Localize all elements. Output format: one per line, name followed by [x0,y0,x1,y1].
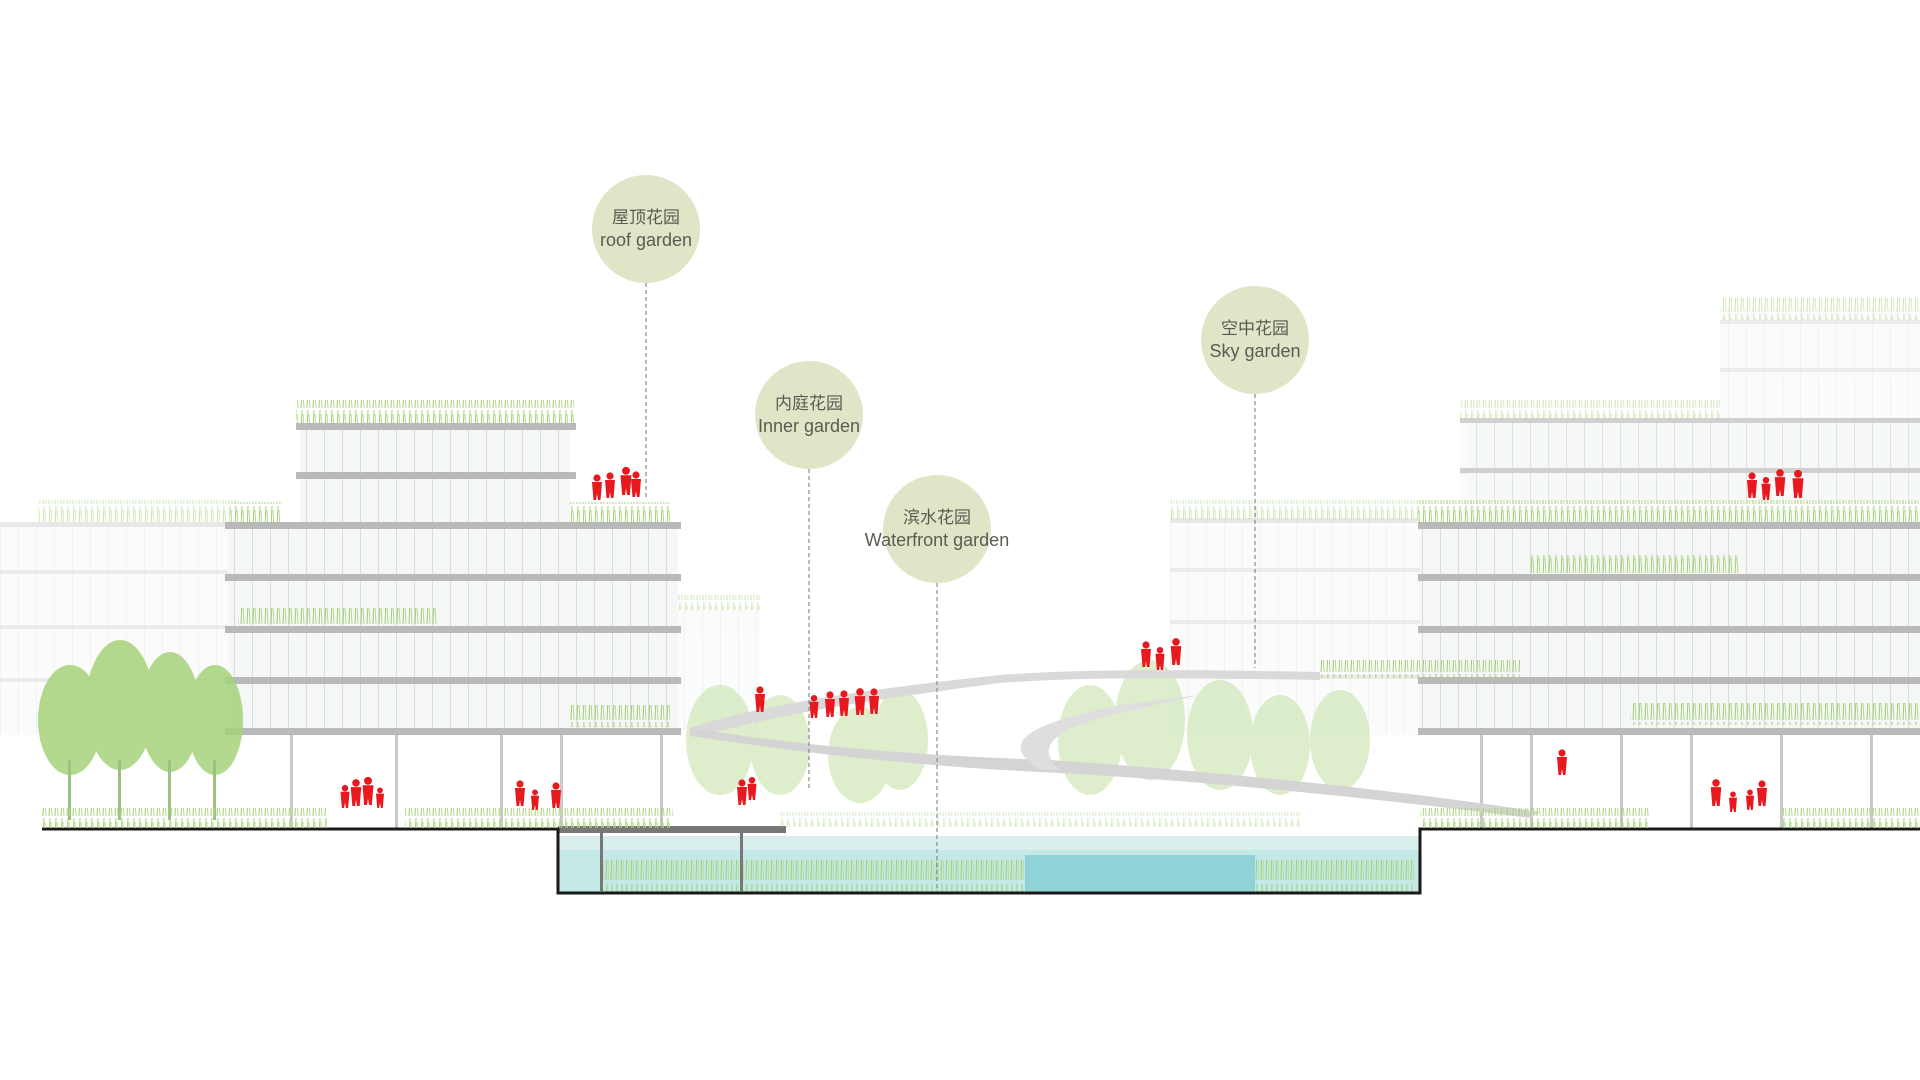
person-figure [551,782,561,808]
person-figure [839,690,849,716]
person-figure [1774,469,1786,496]
person-figure [825,691,835,717]
person-figure [1729,791,1737,812]
roof-garden-callout: 屋顶花园 roof garden [592,175,700,283]
ground-line [42,827,1920,895]
inner-garden-callout: 内庭花园 Inner garden [755,361,863,469]
leader-lines [645,283,1256,890]
person-figure [362,776,374,805]
person-figure [1761,476,1771,500]
trees [38,640,243,820]
person-figure [854,688,866,715]
person-figure [1155,646,1165,670]
sky-garden-callout: 空中花园 Sky garden [1201,286,1309,394]
person-figure [1557,749,1567,775]
person-figure [809,694,819,718]
person-figure [1747,472,1757,498]
waterfront-garden-en-label: Waterfront garden [864,530,1010,550]
person-figure [869,688,879,714]
person-figure [531,789,539,810]
waterfront-garden-callout: 滨水花园 Waterfront garden [865,475,1009,583]
right-building [1320,418,1920,830]
ground-grass [42,808,1920,828]
person-figure [1710,779,1722,806]
sky-garden-en-label: Sky garden [1209,341,1301,361]
roof-garden-zh-label: 屋顶花园 [612,208,680,228]
person-figure [515,780,525,806]
person-figure [755,686,765,712]
person-figure [1141,641,1151,667]
person-figure [737,779,747,805]
inner-garden-zh-label: 内庭花园 [775,394,843,414]
left-building [225,400,681,830]
person-figure [605,472,615,498]
sky-garden-zh-label: 空中花园 [1221,319,1289,339]
person-figure [1170,638,1182,665]
inner-garden-en-label: Inner garden [757,416,861,436]
person-figure [376,787,384,808]
waterfront-basin [558,826,1420,892]
person-figure [631,471,641,497]
person-figure [1746,789,1754,810]
person-figure [747,776,757,800]
person-figure [1792,469,1804,498]
waterfront-garden-zh-label: 滨水花园 [903,508,971,528]
person-figure [1757,780,1767,806]
roof-garden-en-label: roof garden [599,230,693,250]
person-figure [620,466,632,495]
person-figure [340,784,350,808]
person-figure [350,779,362,806]
people [340,466,1804,812]
person-figure [592,474,602,500]
